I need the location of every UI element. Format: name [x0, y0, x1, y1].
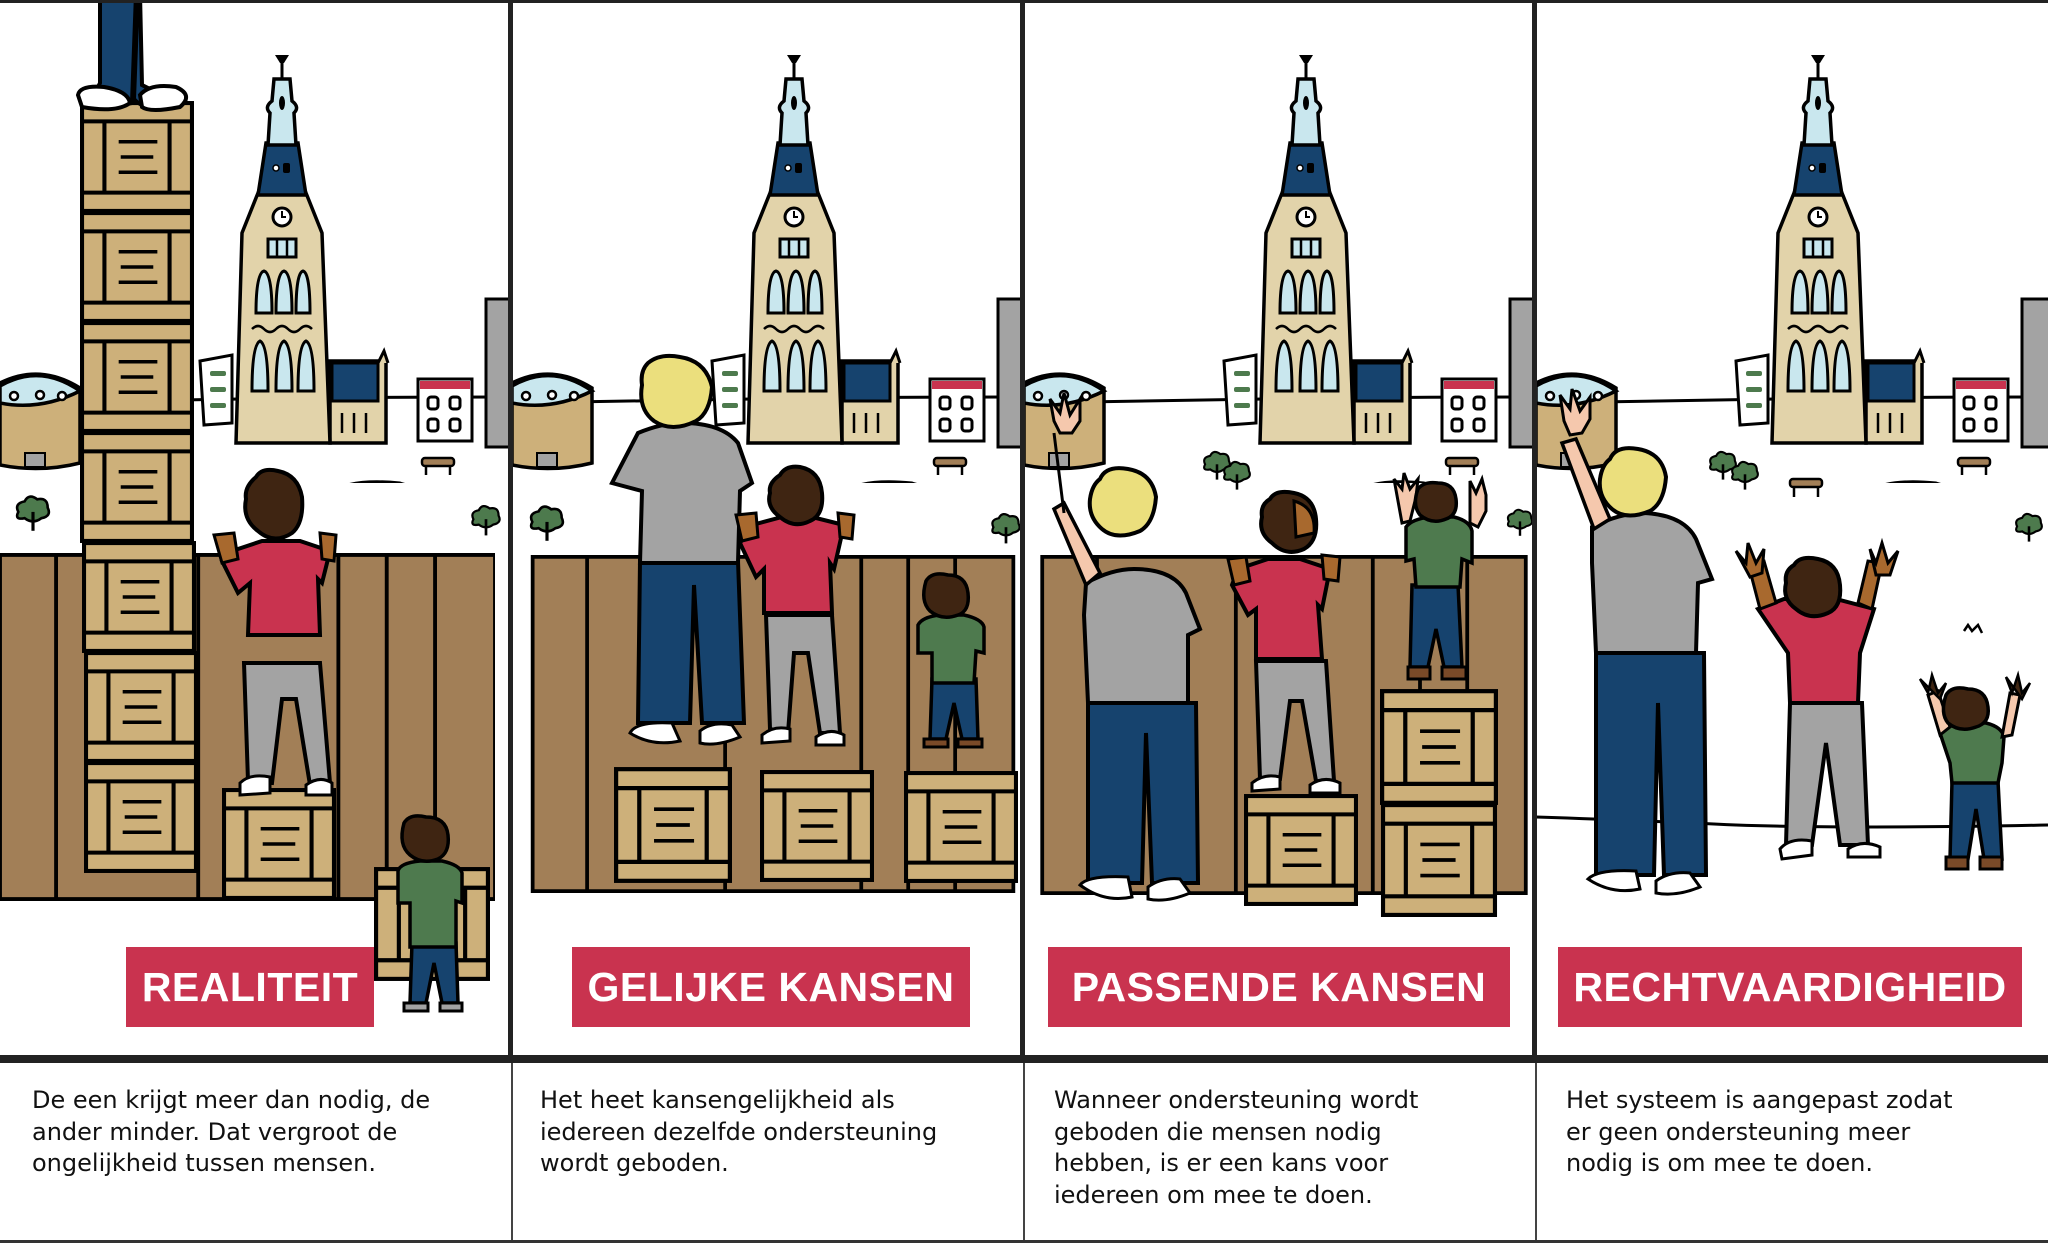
city-skyline-icon [0, 53, 512, 483]
caption-divider [0, 1055, 2048, 1063]
city-skyline-icon [512, 53, 1024, 483]
panel-label: RECHTVAARDIGHEID [1558, 947, 2022, 1027]
caption-line: geboden die mensen nodig [1054, 1117, 1382, 1146]
caption-line: ander minder. Dat vergroot de [32, 1117, 398, 1146]
panel-label: REALITEIT [126, 947, 374, 1027]
caption-divider-vertical [1023, 1063, 1025, 1243]
caption-line: ongelijkheid tussen mensen. [32, 1149, 377, 1177]
rechtvaardigheid-illustration [1536, 53, 2048, 896]
panel-realiteit: REALITEIT [0, 3, 512, 1058]
caption-realiteit: De een krijgt meer dan nodig, de ander m… [0, 1063, 510, 1241]
caption-line: er geen ondersteuning meer [1566, 1117, 1911, 1146]
panel-divider [1532, 3, 1537, 1061]
caption-line: iedereen om mee te doen. [1054, 1180, 1373, 1209]
caption-line: hebben, is er een kans voor [1054, 1149, 1389, 1177]
bottom-border [0, 1240, 2048, 1243]
caption-strip: De een krijgt meer dan nodig, de ander m… [0, 1063, 2048, 1243]
panel-divider [508, 3, 513, 1061]
panel-passende-kansen: PASSENDE KANSEN [1024, 3, 1536, 1058]
illustration-strip: REALITEIT [0, 0, 2048, 1061]
panel-label: GELIJKE KANSEN [572, 947, 970, 1027]
caption-line: Het systeem is aangepast zodat [1566, 1086, 1953, 1114]
panel-divider [1020, 3, 1025, 1061]
passende-kansen-illustration [1024, 53, 1536, 1058]
panel-rechtvaardigheid: RECHTVAARDIGHEID [1536, 3, 2048, 1058]
caption-line: nodig is om mee te doen. [1566, 1149, 1874, 1177]
realiteit-illustration [0, 3, 512, 1013]
city-skyline-icon [1024, 53, 1536, 483]
caption-divider-vertical [511, 1063, 513, 1243]
gelijke-kansen-illustration [512, 53, 1024, 893]
caption-line: wordt geboden. [540, 1149, 729, 1177]
caption-rechtvaardigheid: Het systeem is aangepast zodat er geen o… [1536, 1063, 2046, 1241]
panel-gelijke-kansen: GELIJKE KANSEN [512, 3, 1024, 1058]
caption-line: iedereen dezelfde ondersteuning [540, 1117, 938, 1146]
caption-line: Wanneer ondersteuning wordt [1054, 1086, 1419, 1114]
caption-gelijke-kansen: Het heet kansengelijkheid als iedereen d… [512, 1063, 1022, 1241]
panel-label: PASSENDE KANSEN [1048, 947, 1510, 1027]
caption-line: Het heet kansengelijkheid als [540, 1086, 895, 1114]
caption-line: De een krijgt meer dan nodig, de [32, 1086, 431, 1114]
caption-divider-vertical [1535, 1063, 1537, 1243]
city-skyline-icon [1536, 53, 2048, 483]
caption-passende-kansen: Wanneer ondersteuning wordt geboden die … [1024, 1063, 1534, 1241]
